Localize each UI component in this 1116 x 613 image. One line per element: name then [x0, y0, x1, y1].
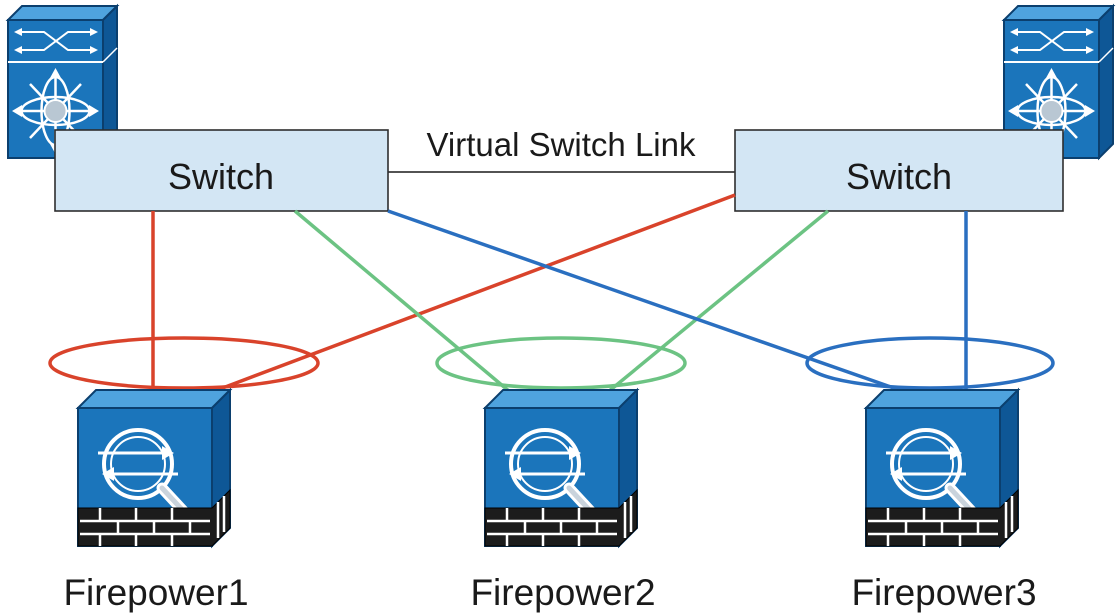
- green-link-group: [293, 209, 830, 394]
- blue-link-line: [387, 209, 909, 395]
- blue-link-group: [387, 209, 1055, 398]
- firepower-appliance-icon: [78, 390, 230, 546]
- firepower3-label: Firepower3: [851, 572, 1036, 613]
- firepower-appliance-icon: [485, 390, 637, 546]
- switch-left-box: [54, 129, 389, 212]
- switch-left-label: Switch: [168, 156, 274, 197]
- firepower2-label: Firepower2: [470, 572, 655, 613]
- green-link-line: [606, 209, 830, 394]
- green-link-line: [293, 209, 512, 394]
- blue-port-channel-ring: [805, 336, 1055, 390]
- switch-right-box: [734, 129, 1064, 212]
- red-link-group: [48, 193, 736, 398]
- green-port-channel-ring: [435, 336, 687, 390]
- firepower-appliance-icon: [866, 390, 1018, 546]
- switch-right-label: Switch: [846, 156, 952, 197]
- firepower1-label: Firepower1: [63, 572, 248, 613]
- virtual-switch-link-label: Virtual Switch Link: [426, 126, 696, 163]
- red-port-channel-ring: [48, 336, 320, 390]
- red-link-line: [211, 193, 736, 394]
